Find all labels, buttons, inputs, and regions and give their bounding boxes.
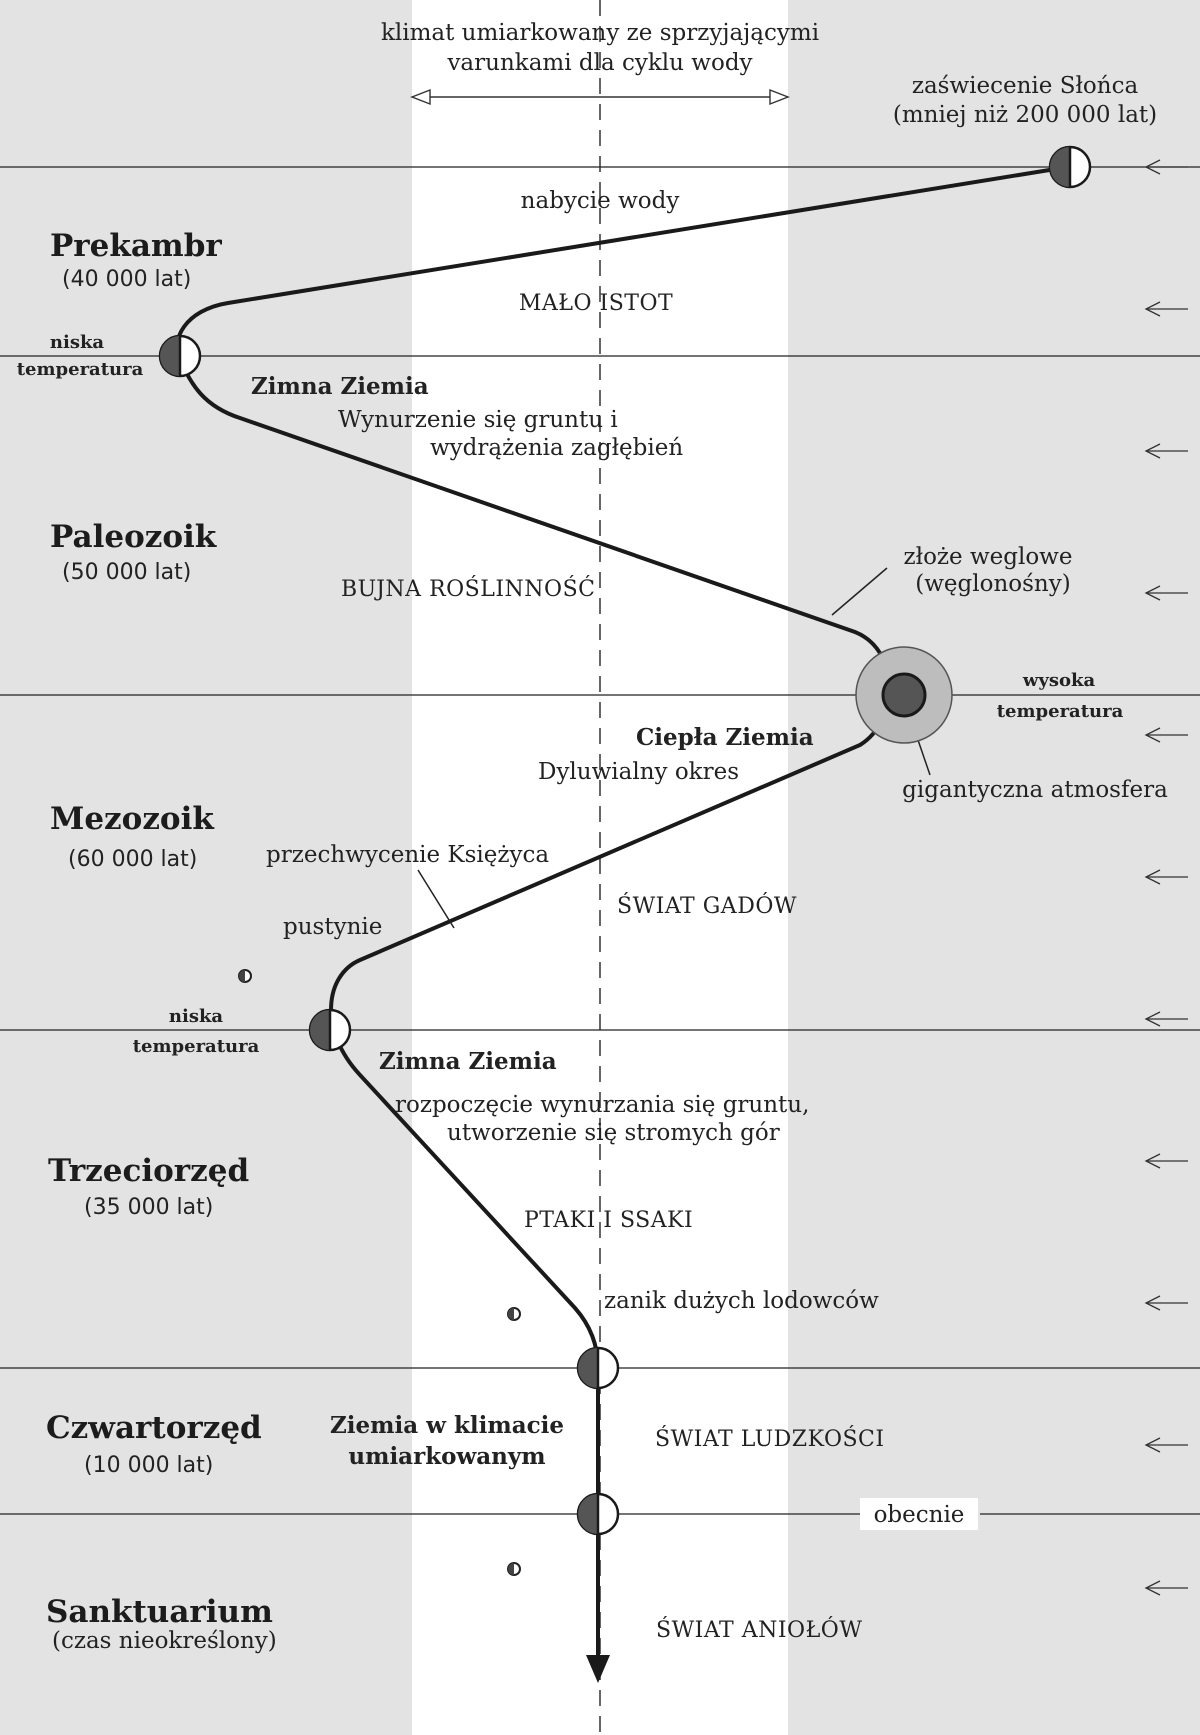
reptiles-world-label: ŚWIAT GADÓW	[617, 892, 797, 919]
coal-pointer	[831, 567, 888, 616]
cold-earth-label: Zimna Ziemia	[251, 373, 429, 400]
coal-deposit-label: złoże weglowe	[904, 544, 1073, 570]
now-label-bg	[860, 1498, 978, 1530]
sun-ignition-label: zaświecenie Słońca	[912, 73, 1139, 99]
giant-atmosphere-label: gigantyczna atmosfera	[902, 777, 1168, 803]
high-temperature-label: temperatura	[997, 701, 1124, 722]
dot-icon	[507, 1562, 521, 1576]
atmosphere-pointer	[917, 739, 931, 776]
moon-capture-pointer	[417, 869, 455, 929]
time-arrows	[1144, 159, 1188, 1596]
sun-ignition-label: (mniej niż 200 000 lat)	[893, 102, 1157, 128]
low-temperature-label: niska	[50, 332, 105, 353]
dot-icon	[238, 969, 252, 983]
moon-capture-label: przechwycenie Księżyca	[266, 842, 549, 868]
left-arrow-icon	[1144, 1437, 1188, 1453]
deserts-label: pustynie	[283, 914, 382, 940]
high-temperature-label: wysoka	[1022, 670, 1096, 691]
warm-earth-label: Ciepła Ziemia	[636, 724, 814, 751]
low-temperature-label: niska	[169, 1006, 224, 1027]
coal-deposit-label: (węglonośny)	[915, 571, 1070, 597]
era-name: Prekambr	[50, 228, 222, 264]
era-duration: (50 000 lat)	[62, 560, 191, 585]
water-acquisition-label: nabycie wody	[521, 188, 680, 214]
climate-title-line2: varunkami dla cyklu wody	[446, 50, 752, 76]
era-name: Trzeciorzęd	[48, 1153, 249, 1189]
birds-mammals-label: PTAKI I SSAKI	[524, 1208, 693, 1233]
left-arrow-icon	[1144, 1153, 1188, 1169]
low-temperature-label: temperatura	[17, 359, 144, 380]
lush-vegetation-label: BUJNA ROŚLINNOŚĆ	[341, 575, 595, 602]
half-circle-icon	[308, 1008, 352, 1052]
era-name: Sanktuarium	[46, 1594, 273, 1630]
left-arrow-icon	[1144, 727, 1188, 743]
left-arrow-icon	[1144, 159, 1188, 175]
giant-atmosphere-icon	[855, 646, 953, 744]
now-label: obecnie	[874, 1502, 965, 1528]
band-width-arrow	[410, 88, 790, 106]
low-temperature-label: temperatura	[133, 1036, 260, 1057]
left-arrow-icon	[1144, 1011, 1188, 1027]
humanity-world-label: ŚWIAT LUDZKOŚCI	[655, 1425, 885, 1452]
half-circle-icon	[576, 1346, 620, 1390]
diluvial-period-label: Dyluwialny okres	[538, 759, 739, 785]
era-name: Mezozoik	[50, 801, 215, 837]
half-circle-icon	[1048, 145, 1092, 189]
land-emergence-label: Wynurzenie się gruntu i	[338, 407, 618, 433]
dot-icon	[507, 1307, 521, 1321]
era-duration: (40 000 lat)	[62, 267, 191, 292]
angels-world-label: ŚWIAT ANIOŁÓW	[656, 1616, 862, 1643]
arrowhead-down-icon	[586, 1655, 610, 1683]
small-dots	[238, 969, 521, 1576]
left-arrow-icon	[1144, 585, 1188, 601]
era-name: Czwartorzęd	[46, 1410, 262, 1446]
mountains-label: rozpoczęcie wynurzania się gruntu,	[395, 1092, 809, 1118]
left-arrow-icon	[1144, 1580, 1188, 1596]
climate-title-line1: klimat umiarkowany ze sprzyjającymi	[381, 20, 819, 46]
left-arrow-icon	[1144, 1295, 1188, 1311]
cold-earth-label: Zimna Ziemia	[379, 1048, 557, 1075]
half-circle-icon	[576, 1492, 620, 1536]
left-arrow-icon	[1144, 869, 1188, 885]
left-arrow-icon	[1144, 443, 1188, 459]
temperate-earth-label: Ziemia w klimacie	[330, 1412, 564, 1439]
left-arrow-icon	[1144, 301, 1188, 317]
era-duration: (35 000 lat)	[84, 1195, 213, 1220]
glaciers-label: zanik dużych lodowców	[604, 1288, 879, 1314]
era-duration: (60 000 lat)	[68, 847, 197, 872]
era-duration: (10 000 lat)	[84, 1453, 213, 1478]
mountains-label: utworzenie się stromych gór	[447, 1120, 780, 1146]
era-name: Paleozoik	[50, 519, 218, 555]
era-duration: (czas nieokreślony)	[52, 1628, 277, 1654]
few-creatures-label: MAŁO ISTOT	[519, 291, 673, 316]
temperate-earth-label: umiarkowanym	[348, 1443, 545, 1470]
land-emergence-label: wydrążenia zagłębień	[430, 435, 683, 461]
half-circle-icon	[158, 334, 202, 378]
